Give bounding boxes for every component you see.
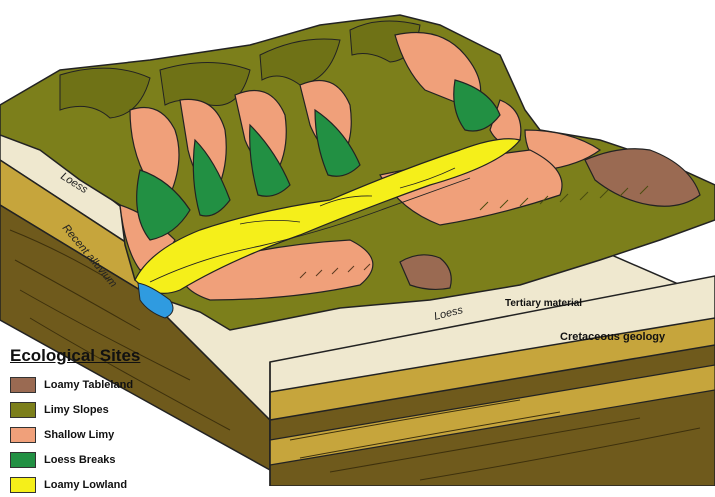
legend-title: Ecological Sites (10, 346, 210, 366)
swatch-loess-breaks (10, 452, 36, 468)
legend-label: Loess Breaks (44, 454, 116, 466)
legend-label: Shallow Limy (44, 429, 114, 441)
legend-item-loess-breaks: Loess Breaks (10, 447, 210, 472)
cretaceous-label: Cretaceous geology (560, 331, 666, 343)
tertiary-label: Tertiary material (505, 298, 582, 309)
legend-label: Loamy Lowland (44, 479, 127, 491)
legend-label: Loamy Tableland (44, 379, 133, 391)
legend-item-loamy-tableland: Loamy Tableland (10, 372, 210, 397)
legend-item-limy-slopes: Limy Slopes (10, 397, 210, 422)
legend: Ecological Sites Loamy Tableland Limy Sl… (10, 346, 210, 497)
legend-label: Limy Slopes (44, 404, 109, 416)
legend-item-loamy-lowland: Loamy Lowland (10, 472, 210, 497)
legend-item-shallow-limy: Shallow Limy (10, 422, 210, 447)
swatch-loamy-lowland (10, 477, 36, 493)
swatch-shallow-limy (10, 427, 36, 443)
swatch-loamy-tableland (10, 377, 36, 393)
swatch-limy-slopes (10, 402, 36, 418)
